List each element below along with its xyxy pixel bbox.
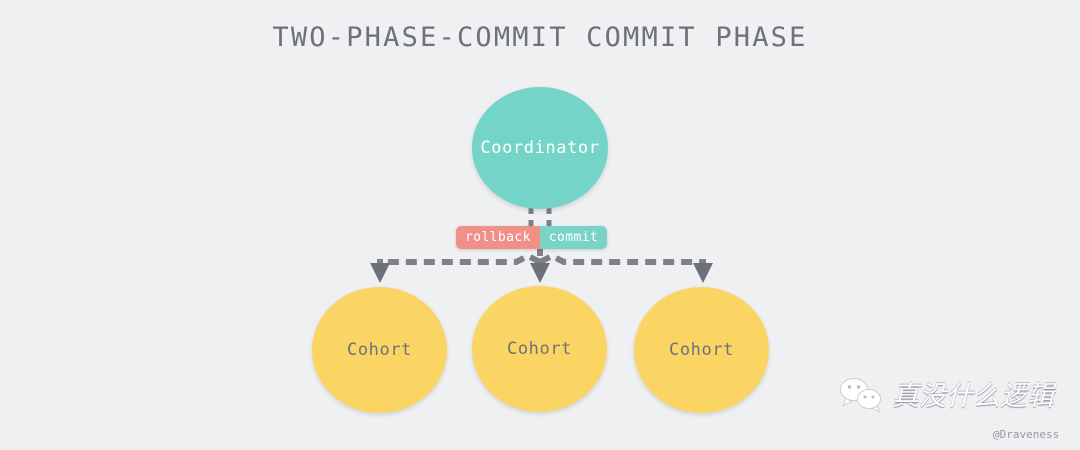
node-cohort-right-label: Cohort bbox=[668, 340, 734, 360]
edge-bus-right bbox=[538, 252, 703, 265]
node-coordinator[interactable]: Coordinator bbox=[472, 87, 608, 209]
watermark: 真没什么逻辑 bbox=[838, 374, 1054, 413]
wechat-icon bbox=[840, 377, 881, 412]
edge-bus-left bbox=[380, 252, 542, 265]
badge-rollback[interactable]: rollback bbox=[456, 226, 540, 249]
page-title: TWO-PHASE-COMMIT COMMIT PHASE bbox=[272, 22, 808, 53]
node-coordinator-label: Coordinator bbox=[480, 138, 600, 158]
decision-badge: rollback commit bbox=[456, 226, 608, 249]
node-cohort-right[interactable]: Cohort bbox=[634, 287, 769, 413]
node-cohort-mid[interactable]: Cohort bbox=[472, 286, 607, 412]
watermark-handle: @Draveness bbox=[993, 428, 1060, 441]
node-cohort-left[interactable]: Cohort bbox=[312, 287, 447, 413]
badge-commit[interactable]: commit bbox=[539, 226, 608, 249]
arrowhead-cohort-left bbox=[370, 263, 390, 283]
node-cohort-left-label: Cohort bbox=[346, 340, 412, 360]
arrowhead-cohort-mid bbox=[530, 263, 550, 283]
watermark-account-name: 真没什么逻辑 bbox=[892, 381, 1054, 412]
arrowhead-cohort-right bbox=[693, 263, 713, 283]
node-cohort-mid-label: Cohort bbox=[506, 339, 572, 359]
